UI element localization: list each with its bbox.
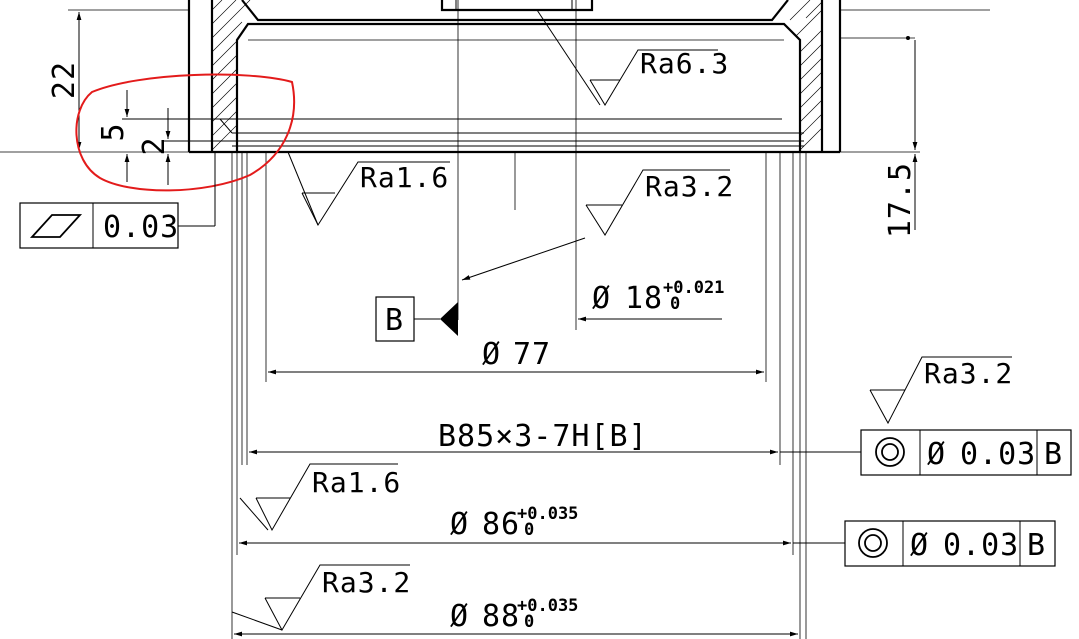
dimension-dia77: Ø 77	[268, 337, 764, 375]
ra6-3-label: Ra6.3	[640, 47, 729, 80]
spline-label: B85×3-7H[B]	[438, 419, 648, 454]
dimension-dia88: Ø 88 +0.035 0	[234, 596, 798, 637]
cf2-dia-symbol: Ø	[910, 528, 929, 563]
dimension-17-5: 17.5	[883, 40, 918, 238]
dia86-symbol: Ø	[450, 507, 469, 542]
dia18-tol-upper: +0.021	[663, 278, 724, 298]
cf2-value: 0.03	[943, 528, 1019, 563]
red-markup-circle	[75, 73, 296, 192]
dia86-tol-upper: +0.035	[517, 504, 578, 524]
datum-b-letter: B	[385, 303, 404, 338]
roughness-ra3-2-right: Ra3.2	[869, 356, 1013, 425]
cf1-datum: B	[1044, 437, 1063, 472]
dim-2-label: 2	[137, 136, 172, 155]
roughness-ra6-3: Ra6.3	[536, 9, 729, 106]
roughness-ra3-2-mid: Ra3.2	[461, 169, 734, 281]
section-hatching	[211, 0, 823, 151]
dia77-symbol: Ø	[482, 337, 501, 372]
flatness-value: 0.03	[103, 210, 179, 245]
concentric-inner-icon	[881, 443, 899, 461]
cf1-dia-symbol: Ø	[927, 437, 946, 472]
dimension-dia18: Ø 18 +0.021 0	[578, 278, 724, 322]
flatness-frame: 0.03	[19, 152, 216, 249]
part-outline	[187, 0, 842, 154]
ra3-2-mid-label: Ra3.2	[645, 170, 734, 203]
ra1-6-lower-label: Ra1.6	[312, 466, 401, 499]
cf2-datum: B	[1027, 528, 1046, 563]
dia18-tol-lower: 0	[670, 294, 680, 314]
dia88-symbol: Ø	[450, 599, 469, 634]
roughness-ra1-6-lower: Ra1.6	[239, 463, 401, 532]
dia88-tol-upper: +0.035	[517, 596, 578, 616]
ra1-6-top-label: Ra1.6	[360, 161, 449, 194]
roughness-ra1-6-top: Ra1.6	[287, 151, 450, 227]
dia18-value: 18	[625, 281, 663, 316]
dia88-value: 88	[482, 599, 520, 634]
dim-17-5-label: 17.5	[883, 162, 918, 238]
reference-lines	[0, 0, 990, 639]
dia88-tol-lower: 0	[524, 612, 534, 632]
roughness-ra3-2-bottom: Ra3.2	[231, 564, 411, 632]
concentric-inner-icon-2	[864, 534, 882, 552]
concentric-outer-icon-2	[858, 528, 888, 558]
concentricity-frame-1: Ø 0.03 B	[860, 429, 1072, 476]
concentric-outer-icon	[875, 437, 905, 467]
dia77-value: 77	[513, 337, 551, 372]
dimension-spline: B85×3-7H[B]	[249, 419, 862, 455]
dim-5-label: 5	[96, 122, 131, 141]
dia18-symbol: Ø	[592, 281, 611, 316]
flatness-icon	[29, 214, 83, 238]
datum-b: B	[375, 296, 458, 342]
cf1-value: 0.03	[960, 437, 1036, 472]
dimension-22: 22	[47, 12, 82, 150]
dia86-tol-lower: 0	[524, 520, 534, 540]
dia86-value: 86	[482, 507, 520, 542]
ra3-2-right-label: Ra3.2	[924, 357, 1013, 390]
concentricity-frame-2: Ø 0.03 B	[844, 520, 1056, 567]
dimension-dia86: Ø 86 +0.035 0	[239, 504, 845, 546]
dimension-5: 5	[96, 90, 232, 182]
dim-22-label: 22	[47, 61, 82, 99]
ra3-2-bottom-label: Ra3.2	[322, 566, 411, 599]
dimension-2: 2	[137, 108, 232, 185]
